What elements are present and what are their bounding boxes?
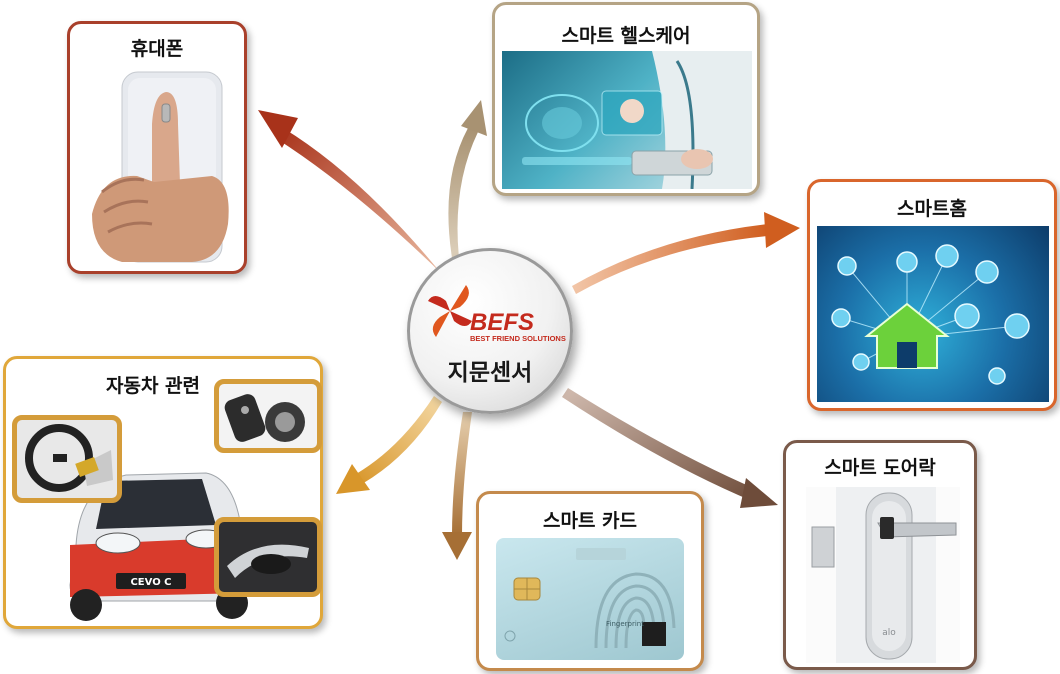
card-title: 스마트 헬스케어 xyxy=(561,25,691,47)
center-title: 지문센서 xyxy=(447,360,533,386)
brand-subtitle: BEST FRIEND SOLUTIONS xyxy=(470,334,566,343)
card-title: 스마트홈 xyxy=(897,198,967,220)
arrow-to-car xyxy=(336,396,442,494)
smartcard-image: Fingerprint xyxy=(496,538,684,660)
card-smartcard: 스마트 카드 Fingerprint xyxy=(476,491,704,671)
smarthome-image xyxy=(817,226,1049,402)
card-title: 스마트 도어락 xyxy=(824,457,936,479)
brand-name: BEFS xyxy=(470,309,535,336)
car-image: CEVO C xyxy=(56,425,256,621)
car-badge: CEVO C xyxy=(130,577,171,588)
arrow-to-phone xyxy=(258,110,440,272)
arrow-to-healthcare xyxy=(448,100,487,258)
lock-brand: alo xyxy=(882,628,896,638)
card-car: 자동차 관련 CEVO C xyxy=(3,356,323,629)
card-healthcare: 스마트 헬스케어 xyxy=(492,2,760,196)
arrow-to-smartcard xyxy=(442,412,472,560)
door-handle-inset xyxy=(214,517,322,597)
card-title: 휴대폰 xyxy=(130,38,184,60)
steering-wheel-inset xyxy=(12,415,122,503)
card-phone: 휴대폰 xyxy=(67,21,247,274)
phone-fingerprint-image xyxy=(82,64,232,264)
doorlock-image: alo xyxy=(806,487,960,663)
card-doorlock: 스마트 도어락 alo xyxy=(783,440,977,670)
healthcare-image xyxy=(502,51,752,189)
arrow-to-smarthome xyxy=(572,212,800,294)
arrow-to-doorlock xyxy=(562,388,778,508)
card-print-label: Fingerprint xyxy=(606,620,644,628)
befs-logo-icon xyxy=(428,285,472,337)
card-title: 자동차 관련 xyxy=(106,375,201,397)
card-title: 스마트 카드 xyxy=(542,510,637,532)
center-hub-fingerprint-sensor: BEFS BEST FRIEND SOLUTIONS 지문센서 xyxy=(407,248,573,414)
smart-key-inset xyxy=(214,379,322,453)
card-smarthome: 스마트홈 xyxy=(807,179,1057,411)
